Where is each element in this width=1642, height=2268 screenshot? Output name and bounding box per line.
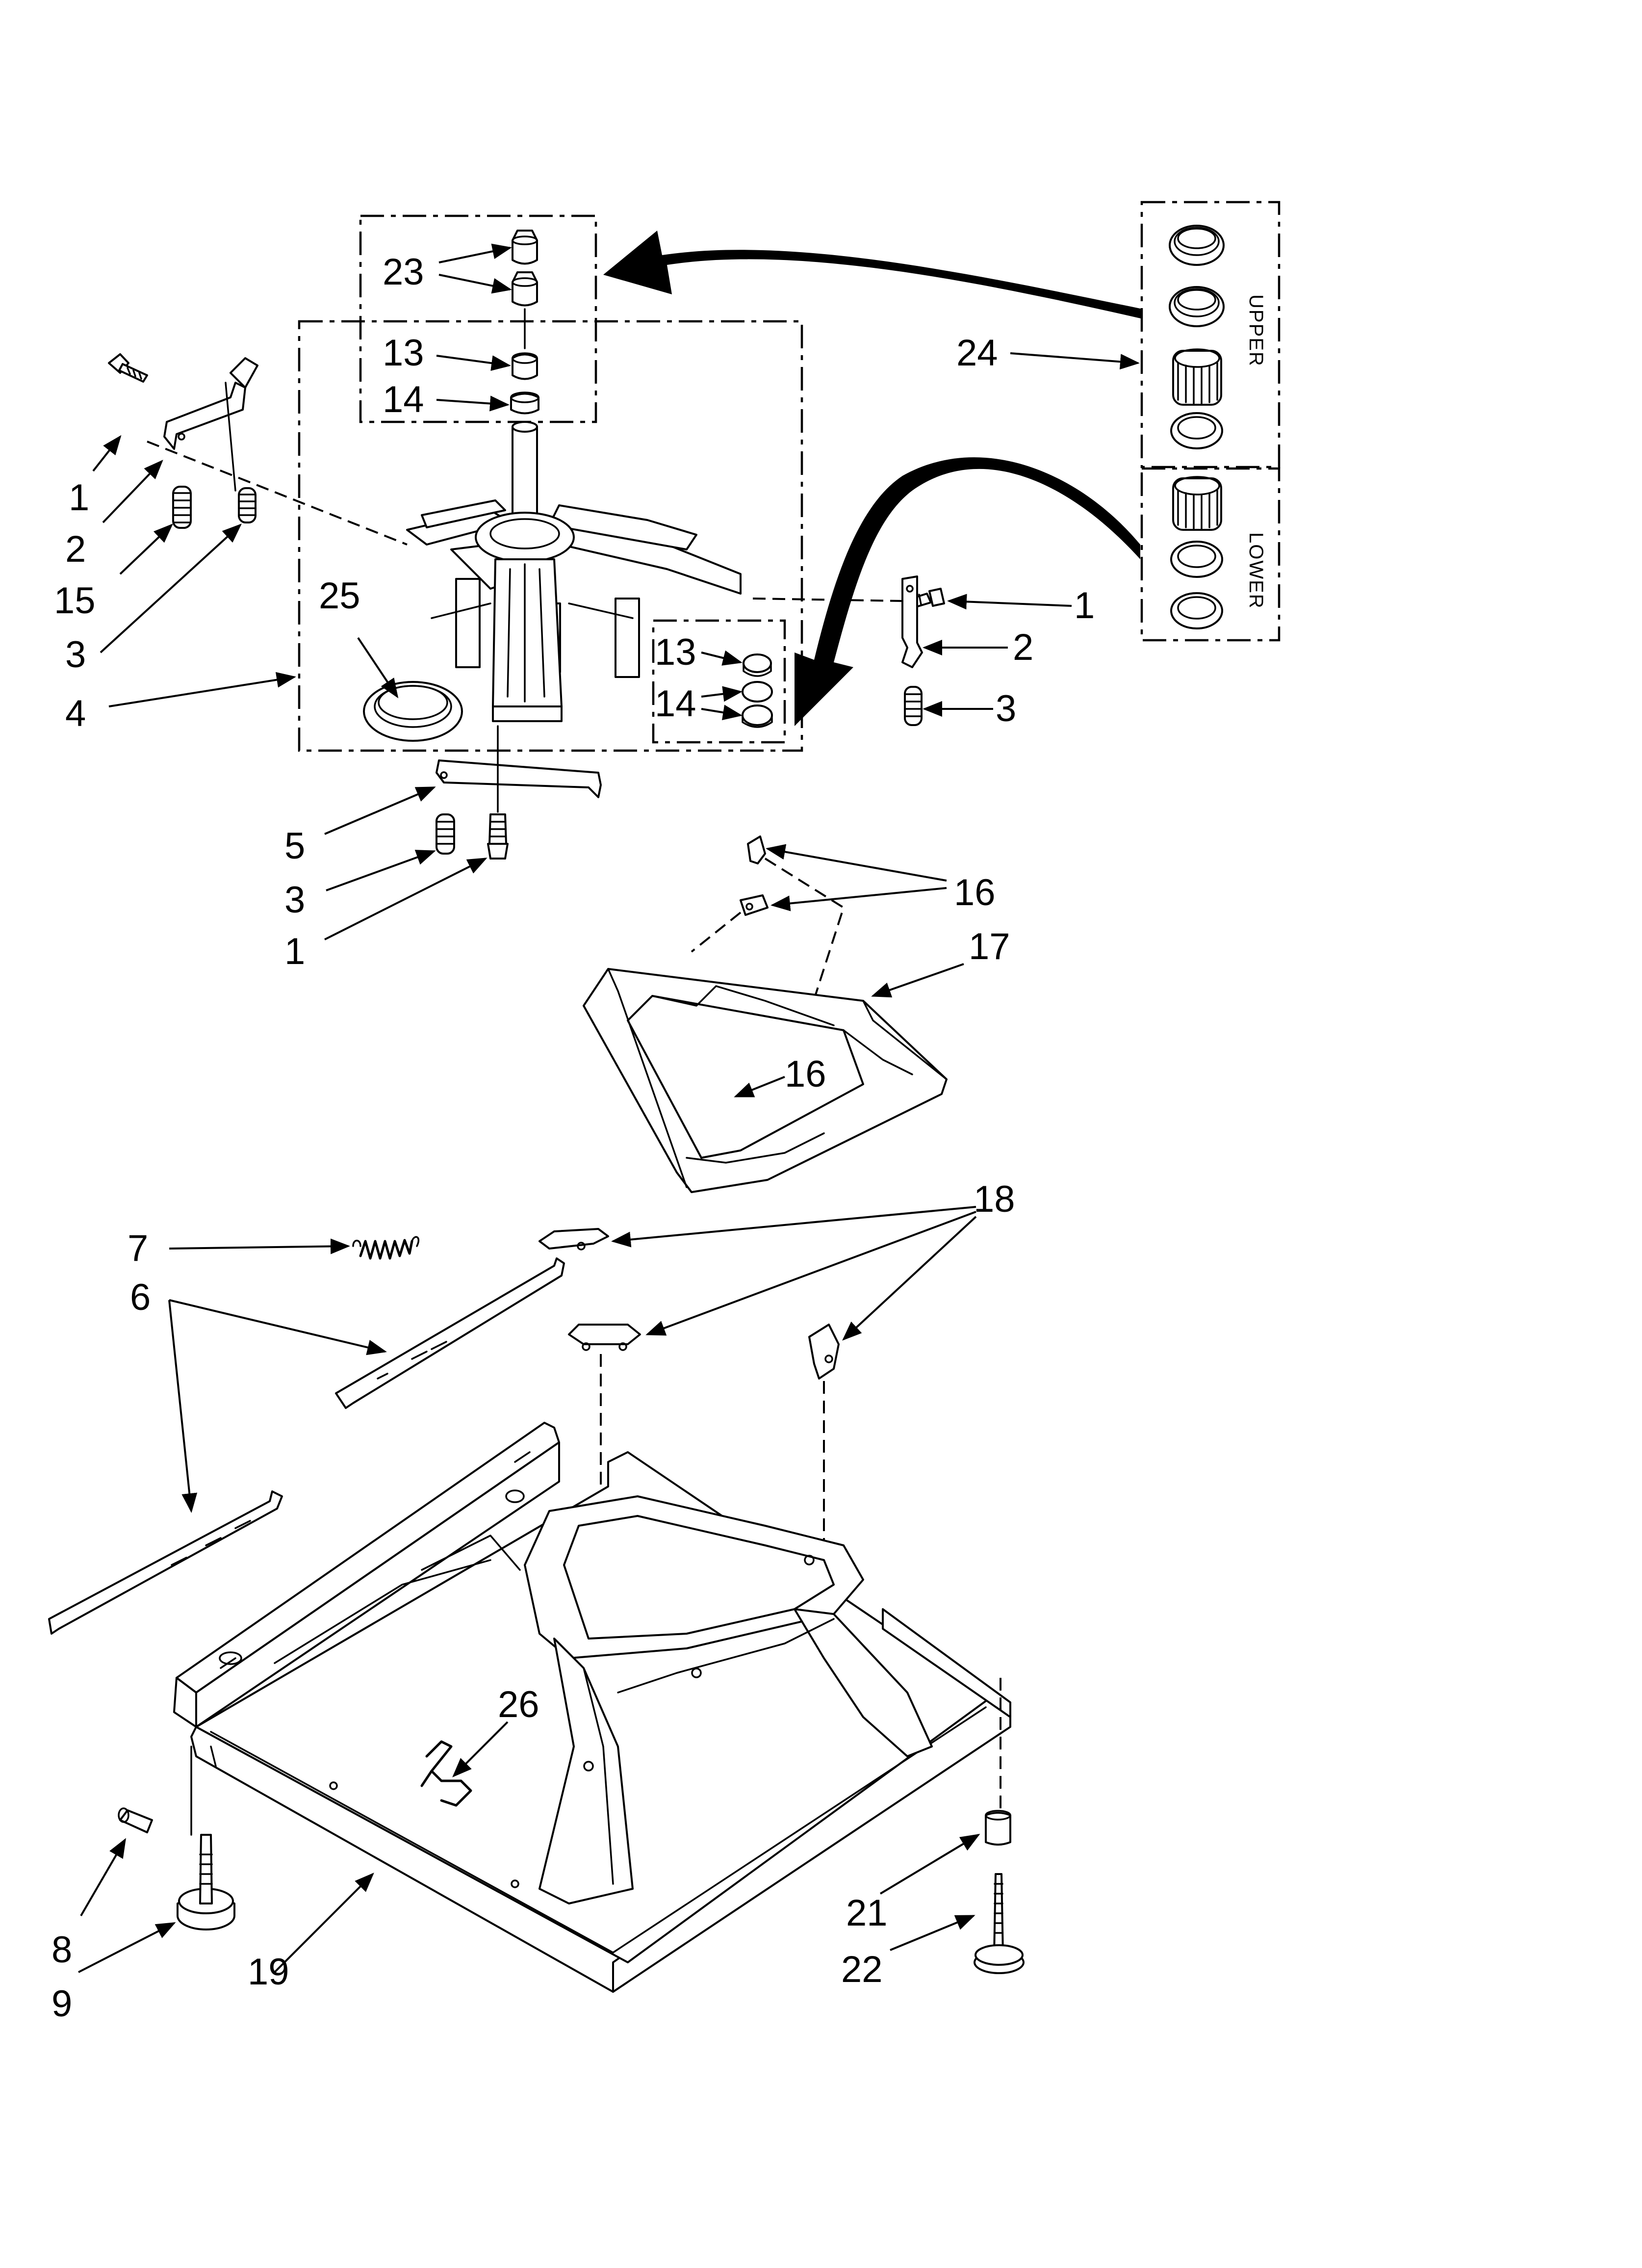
callout-21: 21 [846, 1892, 888, 1934]
bushing-13-bottom [743, 653, 772, 677]
callout-7: 7 [128, 1227, 148, 1269]
callout-5: 5 [284, 825, 305, 867]
callout-14-bottom: 14 [655, 683, 696, 725]
screw-1-left [108, 353, 148, 383]
clip-18-a [539, 1228, 609, 1251]
callout-1: 1 [69, 477, 89, 519]
upper-kit-gear [1172, 348, 1222, 406]
bracket-6-lower [48, 1490, 283, 1635]
callout-13-bottom: 13 [655, 631, 696, 673]
upper-kit-box [1140, 201, 1281, 469]
left-leader-line [147, 441, 408, 546]
bracket-5 [436, 759, 602, 798]
bushing-23-top [512, 230, 538, 265]
bushing-21 [985, 1810, 1011, 1846]
bracket-2-right [901, 575, 923, 668]
clip-18-c [808, 1324, 840, 1380]
callout-1-right: 1 [1074, 585, 1095, 626]
callout-23: 23 [383, 251, 424, 293]
leader-lines [78, 243, 1140, 1973]
callout-6: 6 [130, 1277, 151, 1318]
suspension-assembly [406, 421, 742, 722]
callout-19: 19 [248, 1951, 289, 1993]
plug-8 [118, 1807, 153, 1833]
callout-17: 17 [969, 926, 1010, 967]
callout-2-right: 2 [1013, 626, 1033, 668]
spring-15 [172, 486, 192, 529]
lower-kit-gear [1172, 476, 1222, 531]
lower-kit-arrow [795, 457, 1140, 726]
spring-7 [352, 1236, 420, 1260]
callout-13: 13 [383, 332, 424, 374]
callout-25: 25 [319, 575, 360, 617]
ring-25 [363, 681, 463, 742]
upper-kit-ring [1170, 412, 1223, 449]
clip-18-b [568, 1324, 641, 1351]
base-frame-19 [173, 1422, 1011, 1993]
leveling-foot-9 [177, 1834, 235, 1930]
callout-3-bottom: 3 [284, 879, 305, 921]
upper-kit-seal-1 [1169, 225, 1225, 266]
callout-1-bottom: 1 [284, 931, 305, 972]
bracket-2-left [163, 357, 258, 450]
suspension-assembly-box [298, 320, 803, 752]
callout-2: 2 [65, 528, 86, 570]
leveling-foot-22 [974, 1873, 1025, 1974]
callout-8: 8 [51, 1929, 72, 1971]
top-bushing-box [359, 214, 597, 423]
screw-1-bottom [487, 813, 509, 860]
callout-16-lower: 16 [785, 1053, 826, 1095]
bushing-23-bottom [512, 271, 538, 307]
spring-3-right [904, 686, 923, 726]
lower-kit-box [1140, 467, 1281, 642]
bushing-14-top [510, 391, 539, 415]
callout-15: 15 [54, 580, 96, 622]
callout-3-right: 3 [996, 688, 1016, 730]
bushing-13-top [512, 352, 538, 380]
clip-16-mid [740, 894, 769, 916]
callout-3: 3 [65, 634, 86, 676]
bushing-14-bottom [742, 681, 773, 728]
bracket-6-upper [335, 1257, 565, 1409]
lower-kit-ring-1 [1170, 541, 1223, 578]
upper-kit-label: UPPER [1245, 294, 1267, 367]
callout-16: 16 [954, 872, 996, 913]
callout-4: 4 [65, 693, 86, 734]
upper-kit-arrow [603, 231, 1143, 319]
spring-3-left [238, 487, 257, 523]
lower-kit-label: LOWER [1245, 532, 1267, 609]
callout-24: 24 [956, 332, 998, 374]
upper-kit-seal-2 [1169, 286, 1225, 327]
clip-16-top [747, 835, 766, 864]
bottom-bushing-box [652, 619, 786, 744]
callout-26: 26 [498, 1684, 539, 1725]
wire-26 [420, 1740, 472, 1807]
lower-kit-ring-2 [1170, 592, 1223, 629]
callout-18: 18 [974, 1178, 1015, 1220]
callout-14: 14 [383, 379, 424, 420]
callout-22: 22 [841, 1949, 883, 1990]
spring-3-bottom [436, 813, 455, 855]
callout-9: 9 [51, 1983, 72, 2025]
frame-17 [583, 968, 948, 1193]
